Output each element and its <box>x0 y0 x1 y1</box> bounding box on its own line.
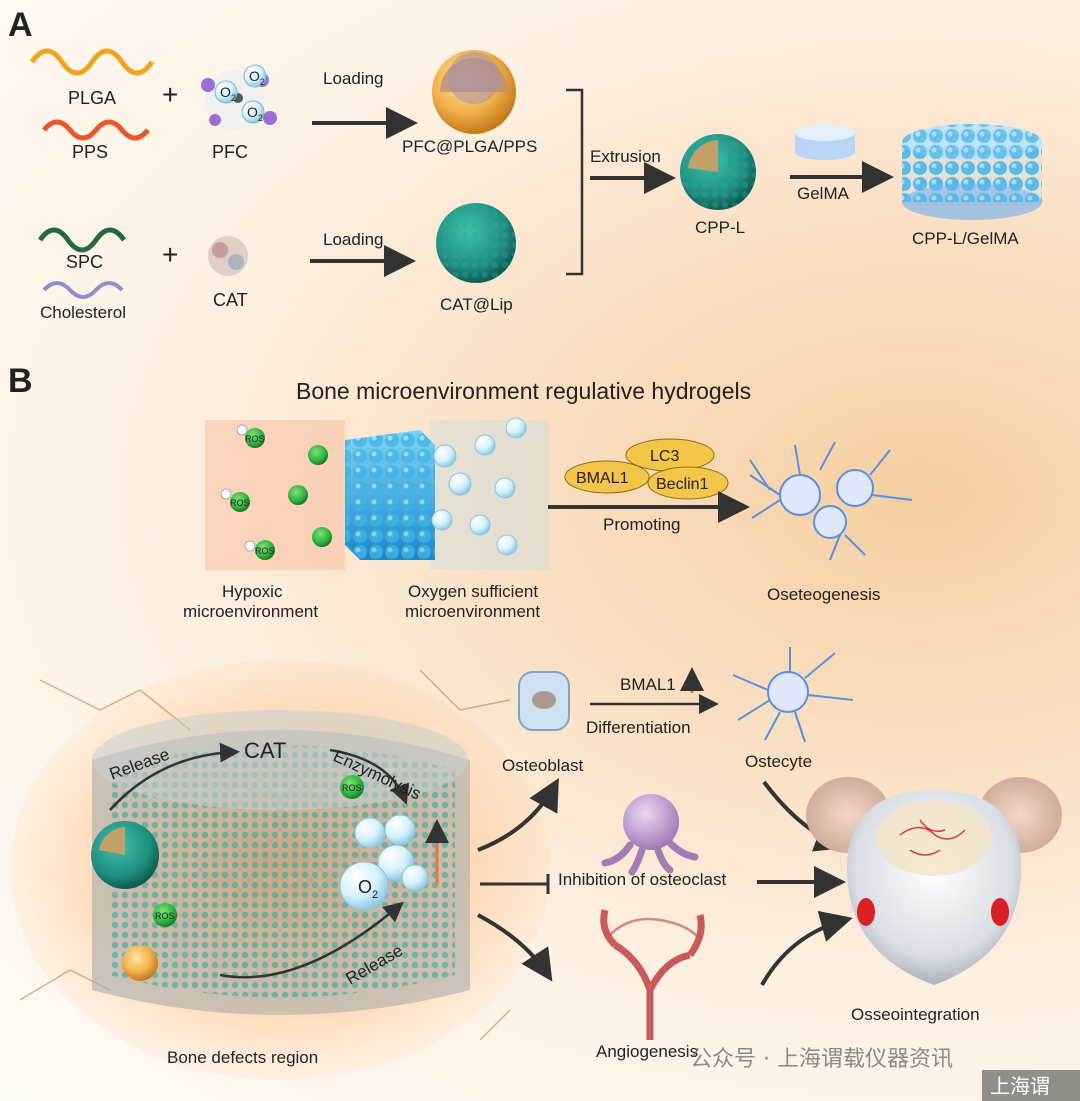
osseointegration-label: Osseointegration <box>851 1005 980 1024</box>
cat-enzyme-icon <box>208 236 248 276</box>
oxygen-label-line2: microenvironment <box>405 602 540 621</box>
osteoblast-label: Osteoblast <box>502 756 584 775</box>
ros-gel-bottom <box>153 903 177 927</box>
promoting-label: Promoting <box>603 515 680 534</box>
arrow-to-osteoblast <box>477 778 559 852</box>
cppl-sphere <box>680 134 756 210</box>
release-arrow-top <box>109 742 240 811</box>
extrusion-label: Extrusion <box>590 147 661 166</box>
pfc-molecule-icon <box>201 64 277 130</box>
protein-complex <box>564 438 729 500</box>
enzymolysis-arrow <box>329 748 410 805</box>
plus-sign-top: + <box>162 79 178 110</box>
panel-b: B Bone microenvironment regulative hydro… <box>8 362 1062 1080</box>
pfc-label: PFC <box>212 142 248 162</box>
cppl-gelma-hydrogel <box>902 124 1042 220</box>
gelma-disc-icon <box>795 125 855 160</box>
release-arrow-bottom <box>219 901 404 979</box>
hypoxic-label-line2: microenvironment <box>183 602 318 621</box>
bone-defects-label: Bone defects region <box>167 1048 318 1067</box>
panel-a-letter: A <box>8 6 33 44</box>
cppl-sphere-in-gel <box>91 821 159 889</box>
o2-bubbles-gel <box>339 814 429 911</box>
bmal1-protein-label: BMAL1 <box>576 470 629 487</box>
hydrogel-implant <box>92 710 470 1015</box>
ros-gel-bottom-label: ROS <box>155 911 175 921</box>
o2-gel-label: O2 <box>358 877 378 901</box>
pfc-particle-in-gel <box>122 945 158 981</box>
beclin1-label: Beclin1 <box>656 476 709 493</box>
arrow-angiogenesis-to-mouse <box>760 910 853 986</box>
cppl-label: CPP-L <box>695 218 745 237</box>
cat-lip-label: CAT@Lip <box>440 295 513 314</box>
arrow-to-angiogenesis <box>477 913 553 982</box>
cat-lip-sphere <box>436 203 516 283</box>
ros-label-3: ROS <box>255 546 275 556</box>
panel-b-title: Bone microenvironment regulative hydroge… <box>296 378 751 404</box>
plga-label: PLGA <box>68 88 116 108</box>
differentiation-label: Differentiation <box>586 718 691 737</box>
watermark-text: 公众号 · 上海谓载仪器资讯 <box>690 1047 953 1072</box>
cat-label: CAT <box>213 290 248 310</box>
pfc-o2-1: O2 <box>220 84 236 103</box>
panel-b-letter: B <box>8 362 33 400</box>
ros-gel-top-label: ROS <box>342 783 362 793</box>
inhibition-label: Inhibition of osteoclast <box>558 870 726 889</box>
loading-label-bottom: Loading <box>323 230 384 249</box>
plus-sign-bottom: + <box>162 239 178 270</box>
osteoclast-icon <box>601 794 699 876</box>
ostecyte-label: Ostecyte <box>745 752 812 771</box>
bmal1-up-label: BMAL1 <box>620 675 676 694</box>
gelma-label: GelMA <box>797 184 850 203</box>
angiogenesis-label: Angiogenesis <box>596 1042 698 1061</box>
watermark-corner-bg <box>982 1070 1080 1101</box>
pfc-plga-pps-particle <box>432 50 516 134</box>
loading-label-top: Loading <box>323 69 384 88</box>
pfc-o2-2: O2 <box>249 68 265 87</box>
pps-label: PPS <box>72 142 108 162</box>
hypoxic-label-line1: Hypoxic <box>222 582 283 601</box>
spc-chain-icon <box>37 227 127 253</box>
plga-chain-icon <box>29 48 155 76</box>
o2-bubbles <box>431 417 527 556</box>
angiogenesis-vessels-icon <box>600 909 705 1040</box>
ros-molecules <box>220 424 332 560</box>
ros-gel-top <box>340 775 364 799</box>
cholesterol-chain-icon <box>42 281 124 299</box>
hydrogel-block <box>345 430 435 560</box>
ostecyte-cell-icon <box>732 647 854 743</box>
cppl-gelma-label: CPP-L/GelMA <box>912 229 1019 248</box>
pfc-plga-pps-label: PFC@PLGA/PPS <box>402 137 537 156</box>
cholesterol-label: Cholesterol <box>40 303 126 322</box>
watermark-corner: 上海谓 <box>990 1074 1050 1098</box>
combination-bracket <box>566 88 584 276</box>
osteoblast-cell-icon <box>518 671 570 731</box>
mouse-head-icon <box>806 777 1062 985</box>
pps-chain-icon <box>42 119 150 141</box>
osteogenesis-cells-icon <box>749 441 913 561</box>
lc3-label: LC3 <box>650 448 679 465</box>
oseteogenesis-label: Oseteogenesis <box>767 585 880 604</box>
pfc-o2-3: O2 <box>247 104 263 123</box>
cat-label-gel: CAT <box>244 738 286 763</box>
panel-a: A PLGA PPS + O2 O2 O2 PFC Loading P <box>8 6 1042 322</box>
bone-cracks <box>19 669 511 1041</box>
ros-label-2: ROS <box>230 498 250 508</box>
ros-label-1: ROS <box>245 434 265 444</box>
oxygen-label-line1: Oxygen sufficient <box>408 582 538 601</box>
spc-label: SPC <box>66 252 103 272</box>
